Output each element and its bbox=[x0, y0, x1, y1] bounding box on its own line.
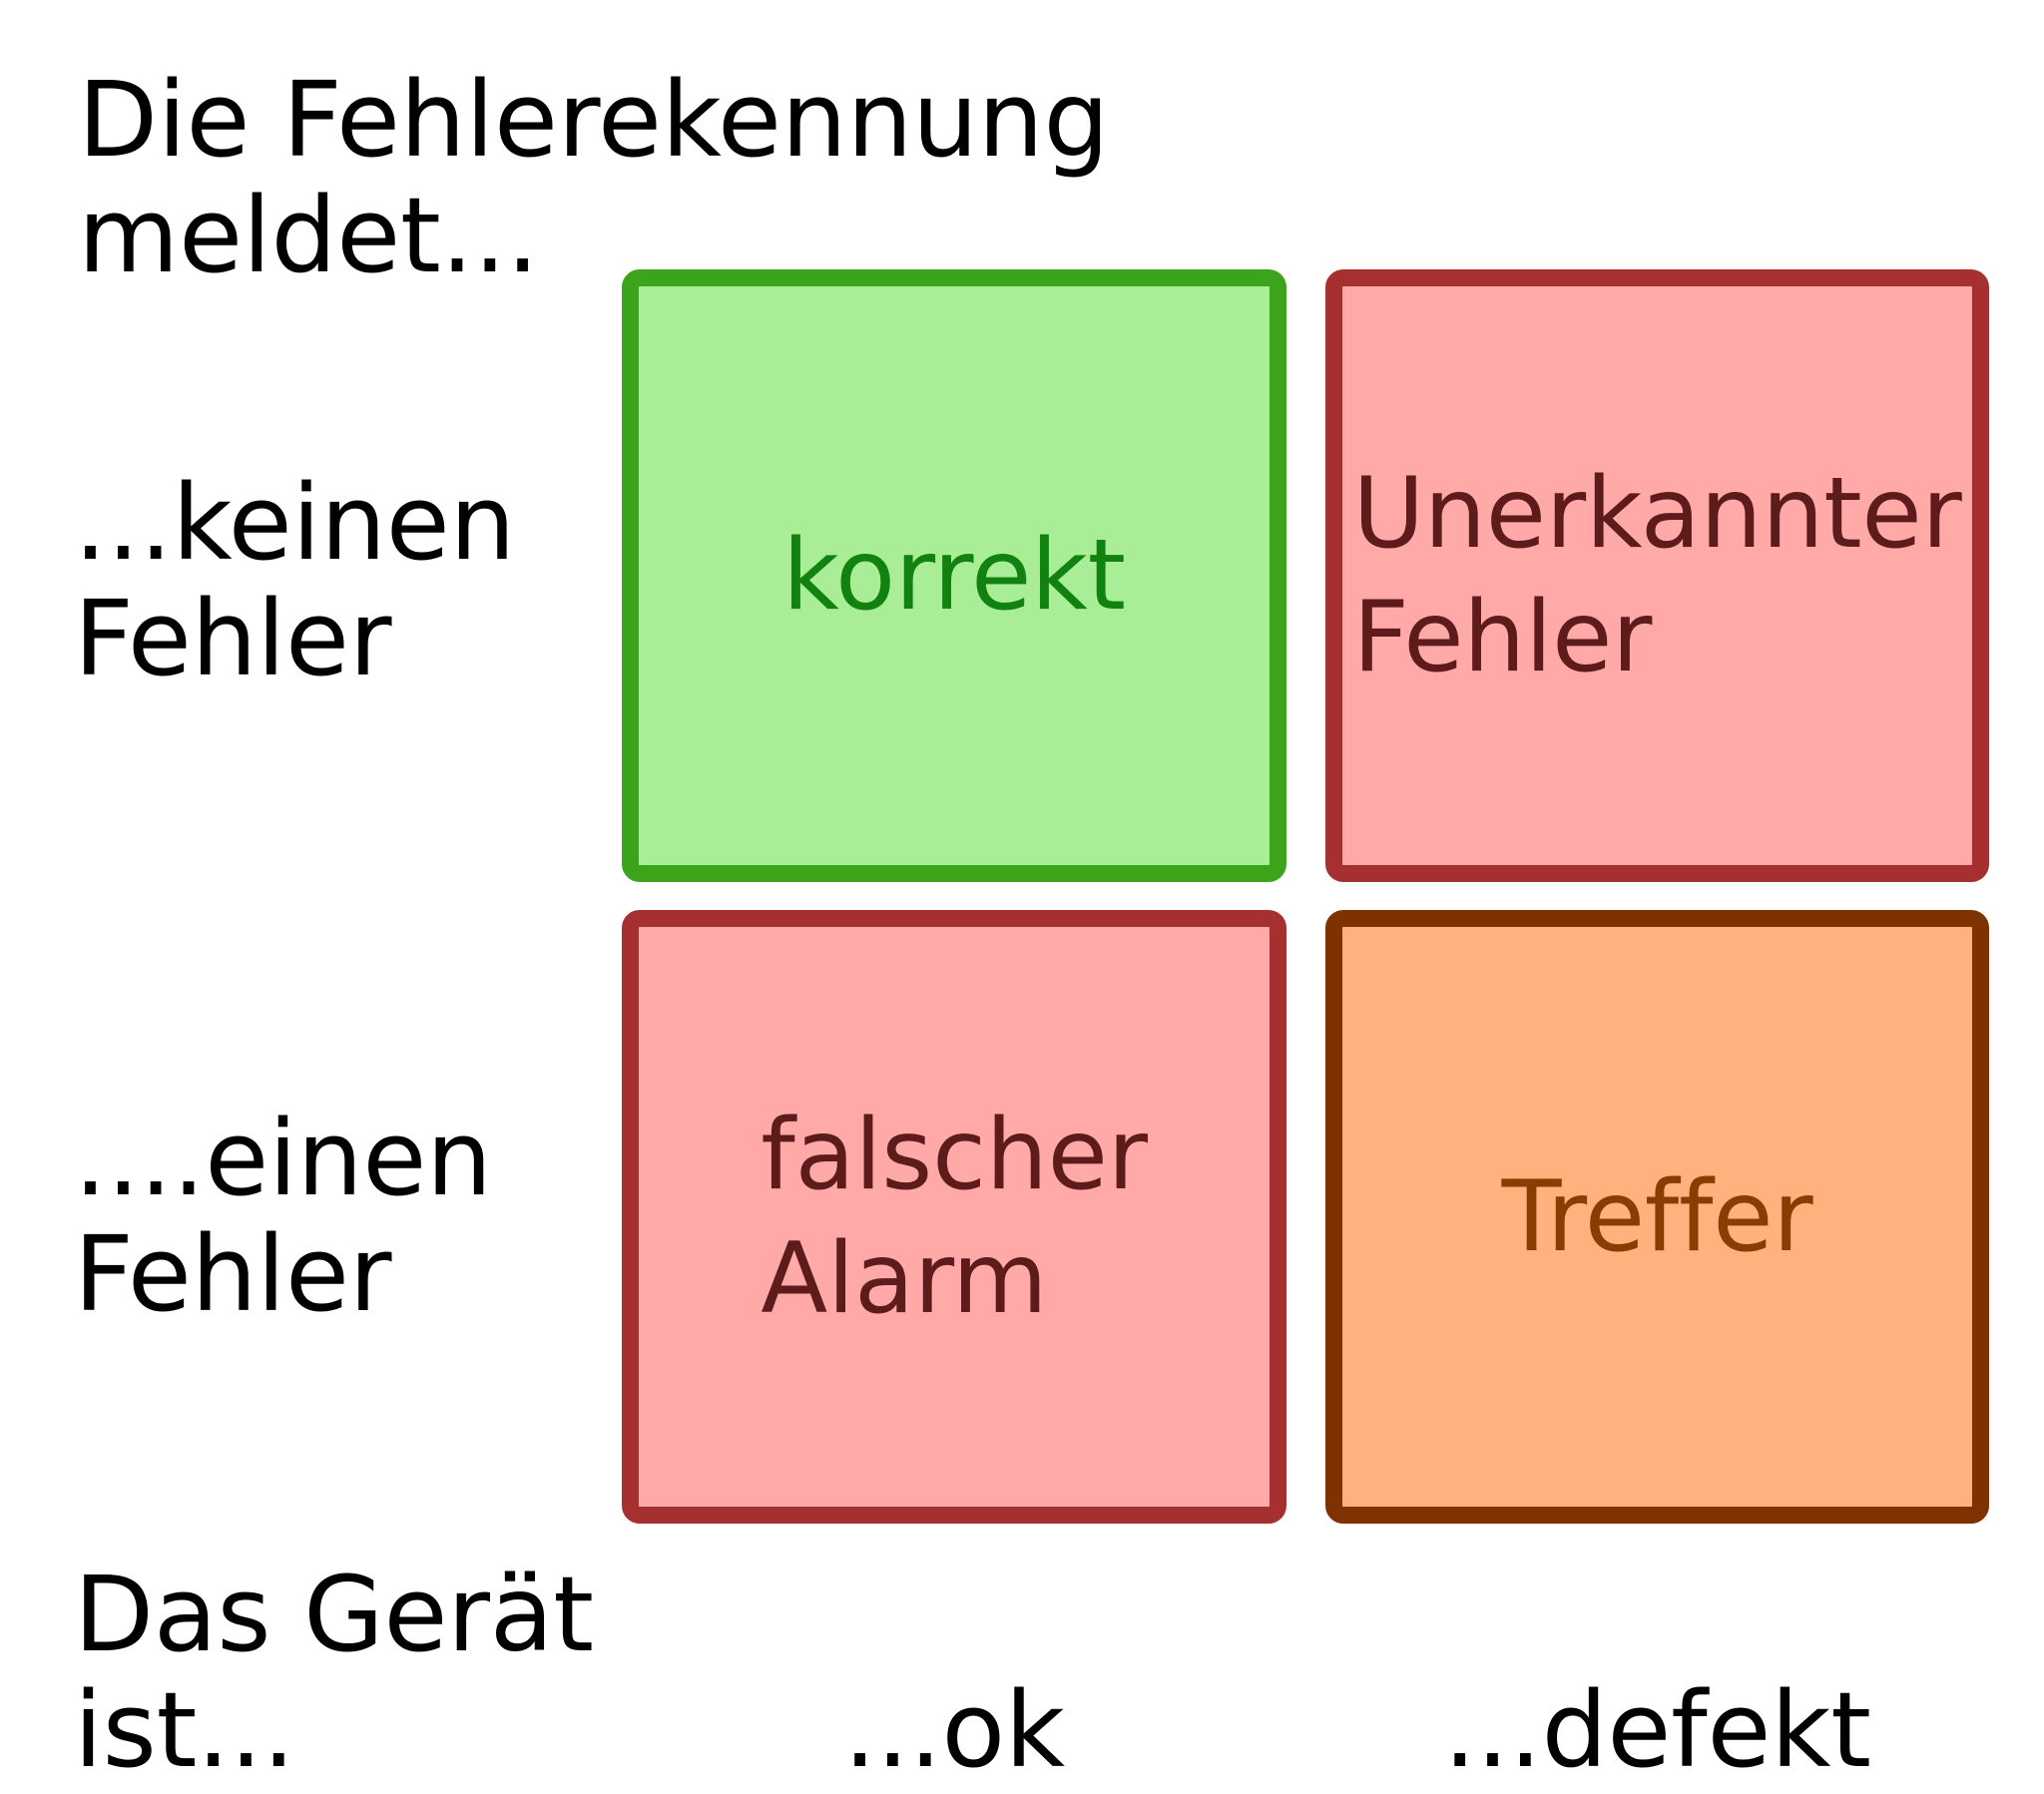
quadrant-treffer-label: Treffer bbox=[1501, 1159, 1813, 1274]
row-label-einen-fehler: ....einen Fehler bbox=[74, 1098, 492, 1335]
row-label-keinen-fehler: ...keinen Fehler bbox=[74, 462, 516, 699]
quadrant-treffer: Treffer bbox=[1325, 910, 1989, 1524]
column-label-ok: ...ok bbox=[843, 1669, 1065, 1791]
quadrant-falscher-alarm: falscher Alarm bbox=[622, 910, 1286, 1524]
quadrant-falscher-alarm-label: falscher Alarm bbox=[761, 1098, 1148, 1336]
quadrant-unerkannter-fehler-label: Unerkannter Fehler bbox=[1352, 457, 1962, 694]
quadrant-korrekt-label: korrekt bbox=[782, 519, 1126, 633]
column-label-defekt: ...defekt bbox=[1443, 1669, 1871, 1791]
quadrant-unerkannter-fehler: Unerkannter Fehler bbox=[1325, 269, 1989, 882]
device-label: Das Gerät ist... bbox=[74, 1554, 594, 1791]
quadrant-korrekt: korrekt bbox=[622, 269, 1286, 882]
diagram-title: Die Fehlerekennung meldet... bbox=[78, 59, 1110, 296]
